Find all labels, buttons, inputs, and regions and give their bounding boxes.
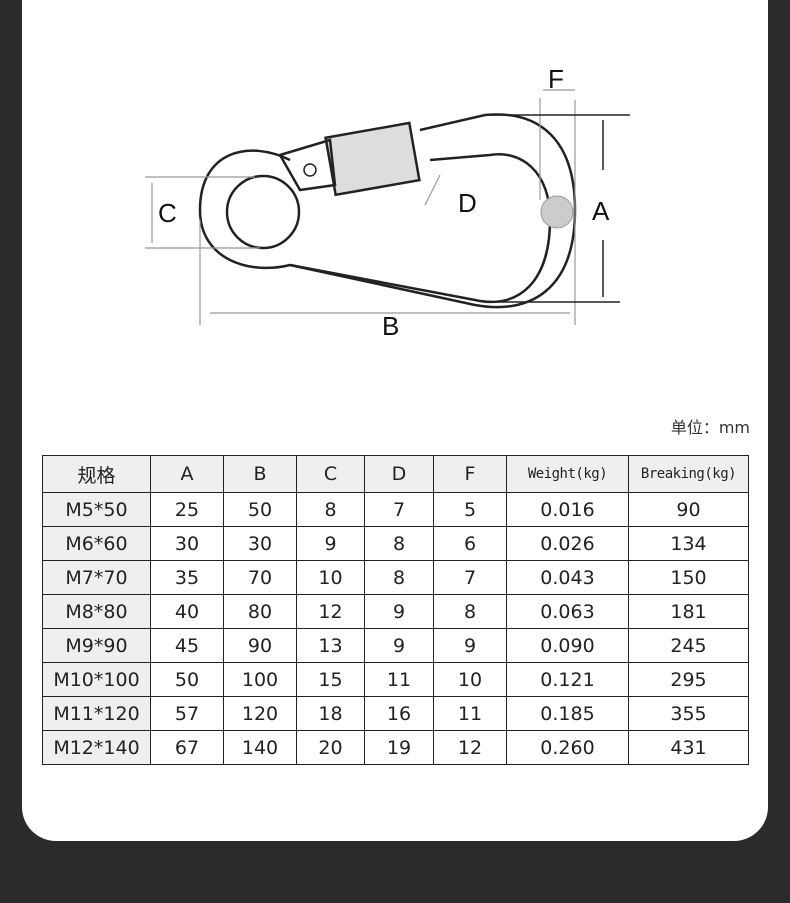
table-cell: 140	[223, 730, 297, 765]
carabiner-dimension-diagram: C B D F A	[145, 64, 630, 341]
table-cell: M9*90	[42, 628, 151, 663]
table-cell: 20	[296, 730, 365, 765]
table-cell: 57	[150, 696, 224, 731]
table-cell: 45	[150, 628, 224, 663]
table-cell: 150	[628, 560, 749, 595]
unit-label: 单位：mm	[670, 418, 750, 437]
table-cell: 295	[628, 662, 749, 697]
label-c: C	[158, 198, 177, 228]
table-cell: 40	[150, 594, 224, 629]
spec-table: 规格 A B C D F Weight(kg) Breaking(kg) M5*…	[42, 455, 749, 765]
table-cell: 8	[364, 526, 434, 561]
table-cell: M6*60	[42, 526, 151, 561]
table-cell: 70	[223, 560, 297, 595]
label-f: F	[548, 64, 564, 94]
table-cell: 0.043	[506, 560, 629, 595]
table-cell: 8	[364, 560, 434, 595]
table-cell: 13	[296, 628, 365, 663]
col-weight: Weight(kg)	[506, 455, 629, 493]
table-cell: 35	[150, 560, 224, 595]
table-cell: 0.090	[506, 628, 629, 663]
table-cell: 355	[628, 696, 749, 731]
table-cell: 10	[433, 662, 507, 697]
table-cell: M11*120	[42, 696, 151, 731]
col-f: F	[433, 455, 507, 493]
table-cell: 7	[433, 560, 507, 595]
table-cell: 431	[628, 730, 749, 765]
table-cell: M5*50	[42, 492, 151, 527]
table-cell: 25	[150, 492, 224, 527]
screw-sleeve	[324, 121, 421, 197]
table-cell: 9	[296, 526, 365, 561]
carabiner-body	[198, 113, 577, 309]
table-cell: 67	[150, 730, 224, 765]
table-cell: 10	[296, 560, 365, 595]
table-cell: M10*100	[42, 662, 151, 697]
table-cell: 0.185	[506, 696, 629, 731]
table-cell: 9	[364, 594, 434, 629]
col-c: C	[296, 455, 365, 493]
label-b: B	[382, 311, 399, 341]
table-cell: M7*70	[42, 560, 151, 595]
label-d: D	[458, 188, 477, 218]
table-cell: 12	[433, 730, 507, 765]
col-d: D	[364, 455, 434, 493]
table-cell: 12	[296, 594, 365, 629]
table-cell: 8	[433, 594, 507, 629]
table-cell: 0.026	[506, 526, 629, 561]
col-b: B	[223, 455, 297, 493]
table-cell: M12*140	[42, 730, 151, 765]
table-cell: 30	[150, 526, 224, 561]
table-cell: 15	[296, 662, 365, 697]
table-cell: 90	[628, 492, 749, 527]
table-cell: 0.063	[506, 594, 629, 629]
table-cell: 16	[364, 696, 434, 731]
table-header-row: 规格 A B C D F Weight(kg) Breaking(kg)	[42, 455, 749, 493]
table-cell: 80	[223, 594, 297, 629]
table-cell: 181	[628, 594, 749, 629]
table-cell: 18	[296, 696, 365, 731]
table-cell: 19	[364, 730, 434, 765]
table-cell: 0.121	[506, 662, 629, 697]
table-cell: M8*80	[42, 594, 151, 629]
table-cell: 245	[628, 628, 749, 663]
label-a: A	[592, 196, 610, 226]
table-cell: 11	[364, 662, 434, 697]
table-cell: 0.016	[506, 492, 629, 527]
table-cell: 50	[223, 492, 297, 527]
table-cell: 6	[433, 526, 507, 561]
table-cell: 7	[364, 492, 434, 527]
table-cell: 9	[433, 628, 507, 663]
table-cell: 30	[223, 526, 297, 561]
table-cell: 134	[628, 526, 749, 561]
table-cell: 50	[150, 662, 224, 697]
table-cell: 100	[223, 662, 297, 697]
table-cell: 0.260	[506, 730, 629, 765]
col-breaking: Breaking(kg)	[628, 455, 749, 493]
table-cell: 90	[223, 628, 297, 663]
table-cell: 8	[296, 492, 365, 527]
table-cell: 11	[433, 696, 507, 731]
table-cell: 9	[364, 628, 434, 663]
col-spec: 规格	[42, 455, 151, 493]
table-cell: 120	[223, 696, 297, 731]
table-cell: 5	[433, 492, 507, 527]
col-a: A	[150, 455, 224, 493]
